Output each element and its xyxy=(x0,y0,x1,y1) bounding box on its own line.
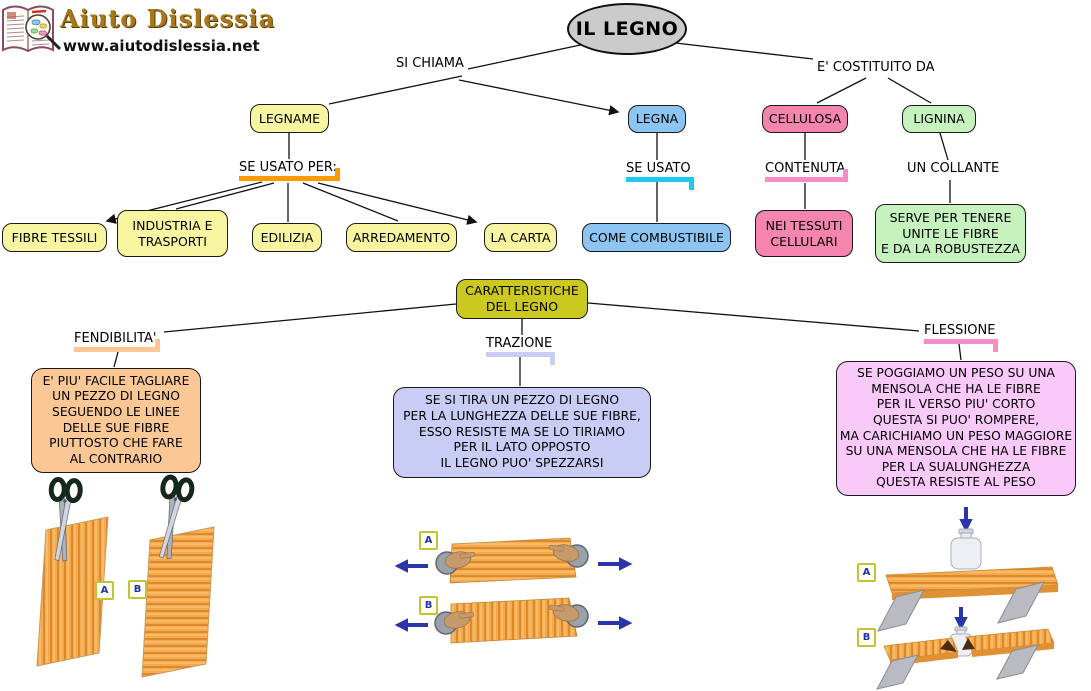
open-book-logo-icon xyxy=(1,5,62,53)
figure-label-a: A xyxy=(419,531,438,550)
figure-trazione-illustration xyxy=(394,537,633,644)
node-legname: LEGNAME xyxy=(250,104,329,133)
label-contenuta-text: CONTENUTA xyxy=(765,161,846,176)
underline-orange xyxy=(239,168,340,181)
node-lignina: LIGNINA xyxy=(902,105,976,133)
site-logo-url: www.aiutodislessia.net xyxy=(63,37,260,55)
node-fibre-tessili: FIBRE TESSILI xyxy=(2,223,107,252)
label-contenuta: CONTENUTA xyxy=(765,161,849,182)
underline-pink2 xyxy=(924,339,999,352)
node-serve-per-tenere: SERVE PER TENERE UNITE LE FIBRE E DA LA … xyxy=(875,204,1026,263)
figure-label-a: A xyxy=(857,563,876,582)
label-flessione-text: FLESSIONE xyxy=(924,323,996,338)
node-cellulosa: CELLULOSA xyxy=(762,105,848,133)
figure-label-b: B xyxy=(419,596,438,615)
root-node-il-legno: IL LEGNO xyxy=(567,3,687,55)
figure-label-b: B xyxy=(128,580,147,599)
underline-pink xyxy=(765,169,849,182)
figure-label-a: A xyxy=(95,581,114,600)
node-legna: LEGNA xyxy=(628,105,686,133)
underline-cyan xyxy=(626,177,694,190)
label-fendibilita-text: FENDIBILITA' xyxy=(74,331,157,346)
label-trazione: TRAZIONE xyxy=(486,336,556,365)
scissors-icon xyxy=(46,479,81,562)
node-edilizia: EDILIZIA xyxy=(252,223,322,252)
label-flessione: FLESSIONE xyxy=(924,323,999,352)
label-si-chiama: SI CHIAMA xyxy=(396,56,464,71)
label-se-usato-per: SE USATO PER: xyxy=(239,160,340,181)
site-logo-title: Aiuto Dislessia xyxy=(60,4,276,33)
label-se-usato-text: SE USATO xyxy=(626,161,691,176)
underline-peach xyxy=(74,339,159,352)
box-flessione-text: SE POGGIAMO UN PESO SU UNA MENSOLA CHE H… xyxy=(836,361,1076,496)
label-trazione-text: TRAZIONE xyxy=(486,336,553,351)
label-fendibilita: FENDIBILITA' xyxy=(74,331,159,352)
underline-lavender xyxy=(486,352,556,365)
label-se-usato: SE USATO xyxy=(626,161,694,190)
node-come-combustibile: COME COMBUSTIBILE xyxy=(582,223,731,252)
figure-flessione-illustration xyxy=(876,507,1059,690)
node-nei-tessuti-cellulari: NEI TESSUTI CELLULARI xyxy=(755,210,853,257)
box-trazione-text: SE SI TIRA UN PEZZO DI LEGNO PER LA LUNG… xyxy=(393,387,651,478)
node-industria-trasporti: INDUSTRIA E TRASPORTI xyxy=(117,210,228,257)
scissors-icon xyxy=(151,476,194,561)
box-fendibilita-text: E' PIU' FACILE TAGLIARE UN PEZZO DI LEGN… xyxy=(31,368,201,473)
node-caratteristiche-del-legno: CARATTERISTICHE DEL LEGNO xyxy=(456,279,588,319)
label-se-usato-per-text: SE USATO PER: xyxy=(239,160,337,175)
node-arredamento: ARREDAMENTO xyxy=(346,223,457,252)
node-la-carta: LA CARTA xyxy=(484,223,557,252)
label-e-costituito-da: E' COSTITUITO DA xyxy=(817,60,935,75)
figure-fendibilita-illustration xyxy=(36,476,215,678)
figure-label-b: B xyxy=(857,628,876,647)
label-un-collante: UN COLLANTE xyxy=(907,161,1000,176)
